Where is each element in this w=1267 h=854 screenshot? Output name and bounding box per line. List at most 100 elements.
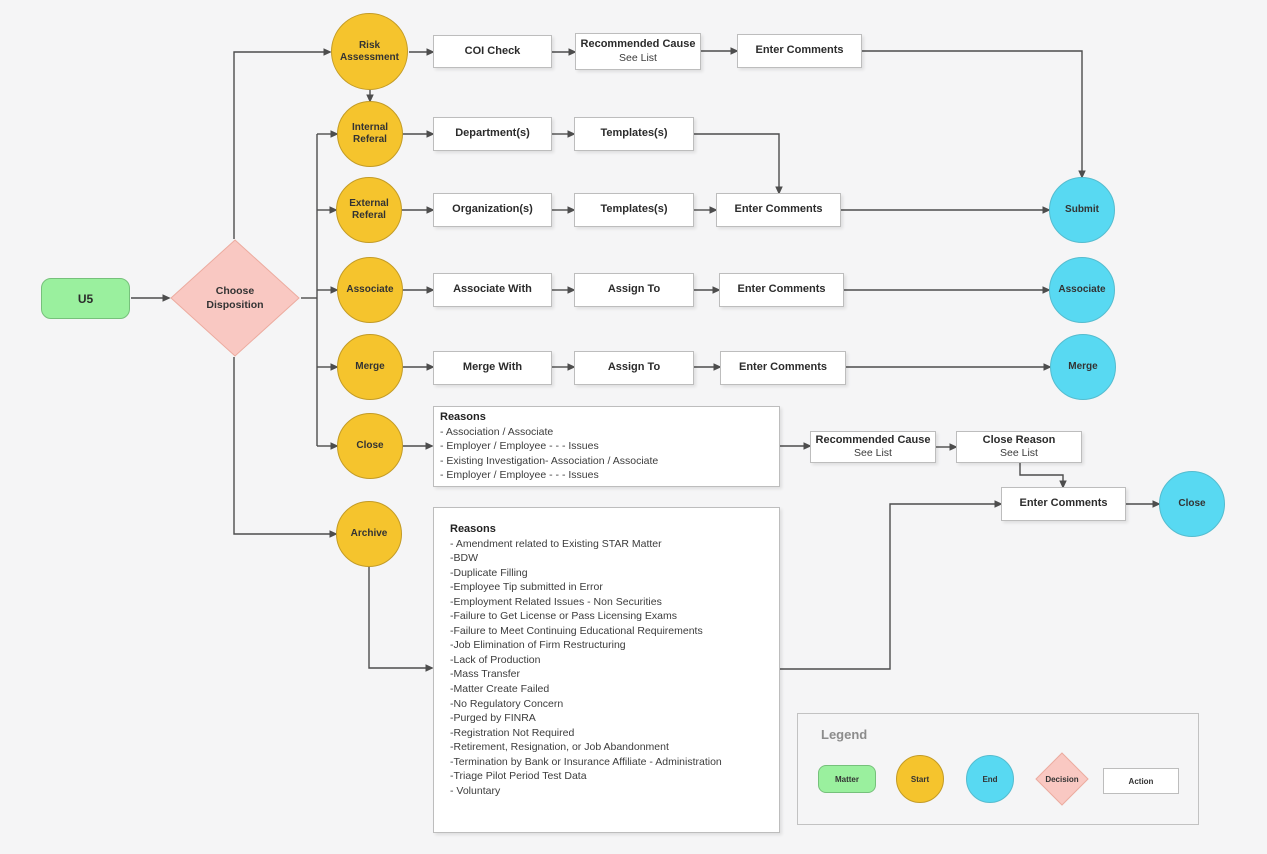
archive-reason-item: -Failure to Get License or Pass Licensin… xyxy=(450,610,678,623)
archive-reason-item: -Registration Not Required xyxy=(450,726,575,739)
enter-comments-label: Enter Comments xyxy=(737,283,826,296)
box-associate-with[interactable]: Associate With xyxy=(433,273,552,307)
box-enter-comments-external[interactable]: Enter Comments xyxy=(716,193,841,227)
internal-label-line2: Referal xyxy=(353,134,387,145)
archive-reason-item: -Termination by Bank or Insurance Affili… xyxy=(450,755,722,768)
close-reasons-box[interactable]: Reasons - Association / Associate - Empl… xyxy=(433,406,780,487)
archive-reason-item: -Employee Tip submitted in Error xyxy=(450,581,603,594)
close-reasons-title: Reasons xyxy=(440,411,486,423)
legend-matter-label: Matter xyxy=(834,774,859,784)
circle-close[interactable]: Close xyxy=(337,413,403,479)
circle-merge[interactable]: Merge xyxy=(337,334,403,400)
box-templates-internal[interactable]: Templates(s) xyxy=(574,117,694,151)
decision-choose-disposition[interactable]: Choose Disposition xyxy=(170,239,300,357)
legend-start-label: Start xyxy=(910,774,930,784)
box-enter-comments-associate[interactable]: Enter Comments xyxy=(719,273,844,307)
start-node-label: U5 xyxy=(77,291,94,306)
archive-reasons-box[interactable]: Reasons - Amendment related to Existing … xyxy=(433,507,780,833)
associate-with-label: Associate With xyxy=(453,283,532,296)
archive-reason-item: -Job Elimination of Firm Restructuring xyxy=(450,639,626,652)
close-circle-label: Close xyxy=(356,440,384,451)
box-organizations[interactable]: Organization(s) xyxy=(433,193,552,227)
recommended-cause-sublabel: See List xyxy=(619,51,657,64)
legend-matter-shape: Matter xyxy=(818,765,876,793)
submit-label: Submit xyxy=(1065,204,1099,215)
recommended-cause-label: Recommended Cause xyxy=(580,38,696,51)
legend-start-shape: Start xyxy=(896,755,944,803)
enter-comments-label: Enter Comments xyxy=(755,44,844,57)
box-enter-comments-merge[interactable]: Enter Comments xyxy=(720,351,846,385)
circle-archive[interactable]: Archive xyxy=(336,501,402,567)
merge-circle-label: Merge xyxy=(355,361,385,372)
box-close-reason[interactable]: Close Reason See List xyxy=(956,431,1082,463)
archive-reason-item: -Triage Pilot Period Test Data xyxy=(450,770,587,783)
risk-label-line2: Assessment xyxy=(340,51,399,63)
risk-label-line1: Risk xyxy=(358,39,381,51)
archive-reason-item: -Duplicate Filling xyxy=(450,566,528,579)
box-enter-comments-risk[interactable]: Enter Comments xyxy=(737,34,862,68)
organizations-label: Organization(s) xyxy=(452,203,533,216)
close-reason-item: - Association / Associate xyxy=(440,425,554,438)
diamond-shape xyxy=(170,239,300,357)
box-assign-to-merge[interactable]: Assign To xyxy=(574,351,694,385)
assign-to-label: Assign To xyxy=(607,361,661,374)
legend-panel: Legend Matter Start End Decision Action xyxy=(797,713,1199,825)
merge-end-label: Merge xyxy=(1068,361,1098,372)
circle-risk-assessment[interactable]: Risk Assessment xyxy=(331,13,408,90)
external-label-line2: Referal xyxy=(352,210,386,221)
circle-internal-referal[interactable]: Internal Referal xyxy=(337,101,403,167)
departments-label: Department(s) xyxy=(455,127,530,140)
box-enter-comments-close[interactable]: Enter Comments xyxy=(1001,487,1126,521)
circle-end-merge[interactable]: Merge xyxy=(1050,334,1116,400)
archive-reason-item: -Purged by FINRA xyxy=(450,712,536,725)
close-reason-label: Close Reason xyxy=(982,433,1056,446)
coi-check-label: COI Check xyxy=(464,44,521,57)
legend-diamond-glyph xyxy=(1035,752,1089,806)
decision-label-line2: Disposition xyxy=(206,299,264,311)
archive-reason-item: -Lack of Production xyxy=(450,653,541,666)
box-coi-check[interactable]: COI Check xyxy=(433,35,552,68)
box-recommended-cause-close[interactable]: Recommended Cause See List xyxy=(810,431,936,463)
close-reason-item: - Employer / Employee - - - Issues xyxy=(440,440,599,453)
close-reason-item: - Existing Investigation- Association / … xyxy=(440,454,659,467)
archive-reason-item: -Matter Create Failed xyxy=(450,683,550,696)
recommended-cause-sublabel: See List xyxy=(854,447,892,460)
box-departments[interactable]: Department(s) xyxy=(433,117,552,151)
legend-action-shape: Action xyxy=(1103,768,1179,794)
templates-label: Templates(s) xyxy=(600,127,668,140)
archive-reason-item: -BDW xyxy=(450,552,478,565)
legend-decision-shape: Decision xyxy=(1035,752,1089,806)
archive-reason-item: -Mass Transfer xyxy=(450,668,521,681)
archive-reason-item: - Amendment related to Existing STAR Mat… xyxy=(450,537,662,550)
close-end-label: Close xyxy=(1178,498,1206,509)
box-recommended-cause[interactable]: Recommended Cause See List xyxy=(575,33,701,70)
box-templates-external[interactable]: Templates(s) xyxy=(574,193,694,227)
legend-end-shape: End xyxy=(966,755,1014,803)
start-node-u5[interactable]: U5 xyxy=(41,278,130,319)
box-assign-to-associate[interactable]: Assign To xyxy=(574,273,694,307)
archive-reason-item: - Voluntary xyxy=(450,784,501,797)
assign-to-label: Assign To xyxy=(607,283,661,296)
circle-external-referal[interactable]: External Referal xyxy=(336,177,402,243)
legend-decision-label: Decision xyxy=(1045,774,1079,784)
internal-label-line1: Internal xyxy=(351,122,389,133)
associate-end-label: Associate xyxy=(1058,284,1106,295)
archive-reason-item: -Employment Related Issues - Non Securit… xyxy=(450,595,662,608)
circle-end-close[interactable]: Close xyxy=(1159,471,1225,537)
archive-reason-item: -No Regulatory Concern xyxy=(450,697,564,710)
archive-reason-item: -Failure to Meet Continuing Educational … xyxy=(450,624,703,637)
archive-circle-label: Archive xyxy=(350,528,388,539)
circle-associate[interactable]: Associate xyxy=(337,257,403,323)
associate-circle-label: Associate xyxy=(346,284,394,295)
legend-action-label: Action xyxy=(1128,776,1154,786)
close-reason-sublabel: See List xyxy=(1000,447,1038,460)
legend-end-label: End xyxy=(982,774,998,784)
circle-end-associate[interactable]: Associate xyxy=(1049,257,1115,323)
enter-comments-label: Enter Comments xyxy=(1019,497,1108,510)
circle-end-submit[interactable]: Submit xyxy=(1049,177,1115,243)
recommended-cause-label: Recommended Cause xyxy=(815,433,931,446)
box-merge-with[interactable]: Merge With xyxy=(433,351,552,385)
archive-reasons-title: Reasons xyxy=(450,523,496,535)
